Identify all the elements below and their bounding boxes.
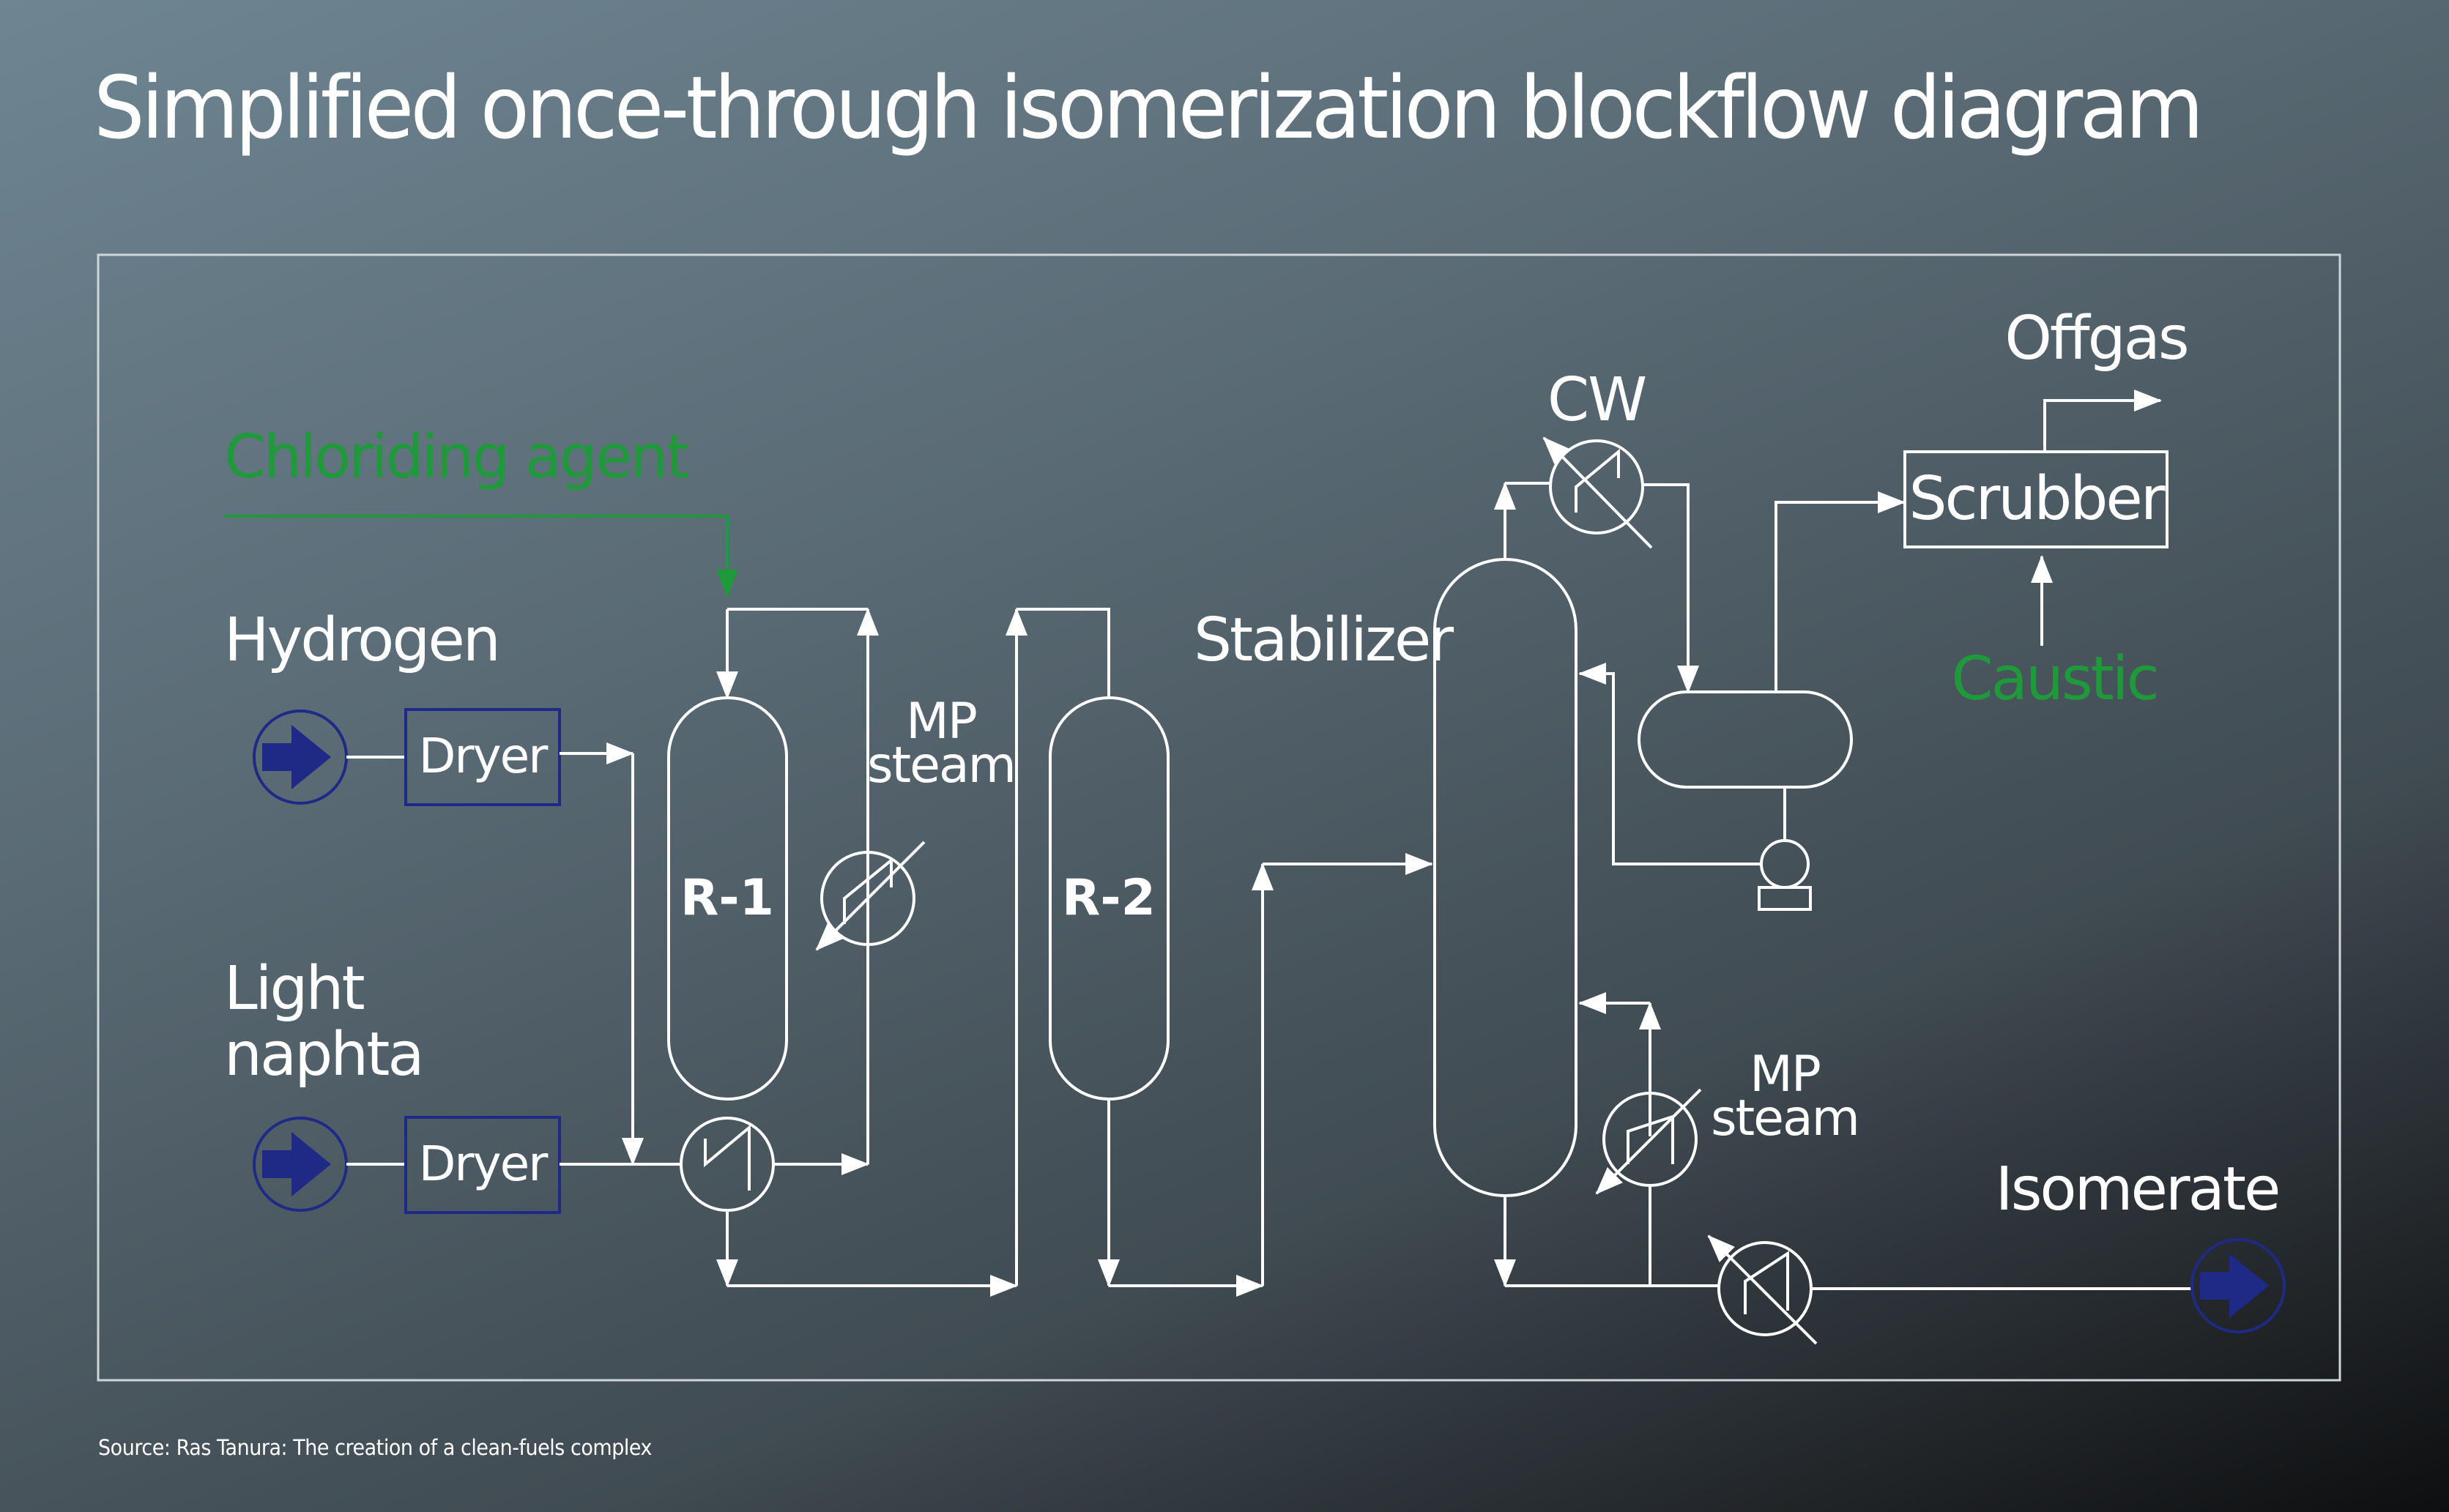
drum-vent-line [1774,491,1906,692]
cw-condenser-diag [1542,436,1653,549]
mp-steam-heater-1-diag [815,841,926,951]
r1-label: R-1 [680,869,774,927]
mp-steam-heater-1 [820,851,915,946]
mp-steam-2-steam-label: steam [1711,1090,1859,1147]
product-cooler [1717,1241,1813,1336]
dryer-1-box [404,708,561,806]
product-cooler-zigzag [1744,1251,1789,1314]
reflux-pump [1760,839,1810,889]
naphta-label: naphta [224,1020,423,1090]
hydrogen-arrow-icon [262,725,331,789]
diagram-frame [97,253,2341,1382]
reflux-pump-base [1758,886,1812,911]
reflux-return-line [1578,663,1761,865]
reflux-drum [1638,690,1853,789]
page-title: Simplified once-through isomerization bl… [94,57,2204,158]
cw-condenser [1549,439,1644,535]
r1-feed-exchanger-zigzag [704,1124,751,1191]
isomerate-outlet-icon [2190,1238,2286,1333]
light-label: Light [224,954,364,1024]
dryer-2-label: Dryer [419,1136,549,1192]
chloriding-agent-label: Chloriding agent [224,422,688,492]
source-note: Source: Ras Tanura: The creation of a cl… [98,1435,653,1460]
mp-steam-1-steam-label: steam [867,737,1015,794]
r2-label: R-2 [1062,869,1156,927]
scrubber-label: Scrubber [1909,464,2165,534]
r2-feed-top-line [1017,608,1110,698]
stabilizer-label: Stabilizer [1194,606,1454,675]
mp-steam-2-mp-label: MP [1750,1046,1820,1103]
product-cooler-diag [1707,1234,1818,1345]
dryer-1-label: Dryer [419,728,549,784]
offgas-label: Offgas [2004,304,2187,373]
mp-steam-heater-2-diag [1595,1088,1702,1195]
chloriding-agent-line [224,515,738,597]
scrubber-box [1903,450,2169,548]
stabilizer-column [1433,558,1577,1197]
hydrogen-label: Hydrogen [224,606,499,675]
offgas-line [2043,390,2162,452]
isomerate-label: Isomerate [1996,1155,2279,1224]
mp-steam-1-mp-label: MP [906,693,976,751]
r1-feed-exchanger [680,1117,775,1212]
mp-steam-heater-2-zigzag [1627,1114,1674,1164]
cw-condenser-zigzag [1575,448,1620,513]
cw-label: CW [1547,365,1646,435]
condenser-to-drum-line [1643,483,1699,693]
naphta-arrow-icon [262,1132,331,1196]
isomerate-arrow-icon [2200,1254,2269,1318]
caustic-label: Caustic [1951,644,2157,714]
